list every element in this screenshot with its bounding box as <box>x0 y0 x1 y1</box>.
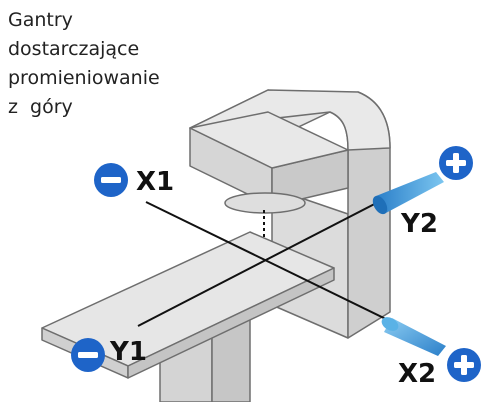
x2-label: X2 <box>398 359 436 389</box>
x2-plus-icon <box>447 348 481 382</box>
x2-direction-cone <box>381 317 446 356</box>
caption-line-1: Gantry <box>8 9 73 31</box>
caption: Gantry dostarczające promieniowanie z gó… <box>8 6 188 122</box>
x1-minus-icon <box>94 163 128 197</box>
caption-line-2: dostarczające <box>8 38 140 60</box>
y1-minus-icon <box>71 338 105 372</box>
y2-direction-cone <box>372 172 444 215</box>
x-axis-line <box>145 201 393 323</box>
caption-line-3: promieniowanie <box>8 67 160 89</box>
x1-label: X1 <box>136 167 174 197</box>
y2-plus-icon <box>439 146 473 180</box>
y-axis-line <box>137 197 387 327</box>
y1-label: Y1 <box>109 337 147 367</box>
caption-line-4: z góry <box>8 96 73 118</box>
gantry-head <box>189 111 349 214</box>
y2-label: Y2 <box>400 209 438 239</box>
